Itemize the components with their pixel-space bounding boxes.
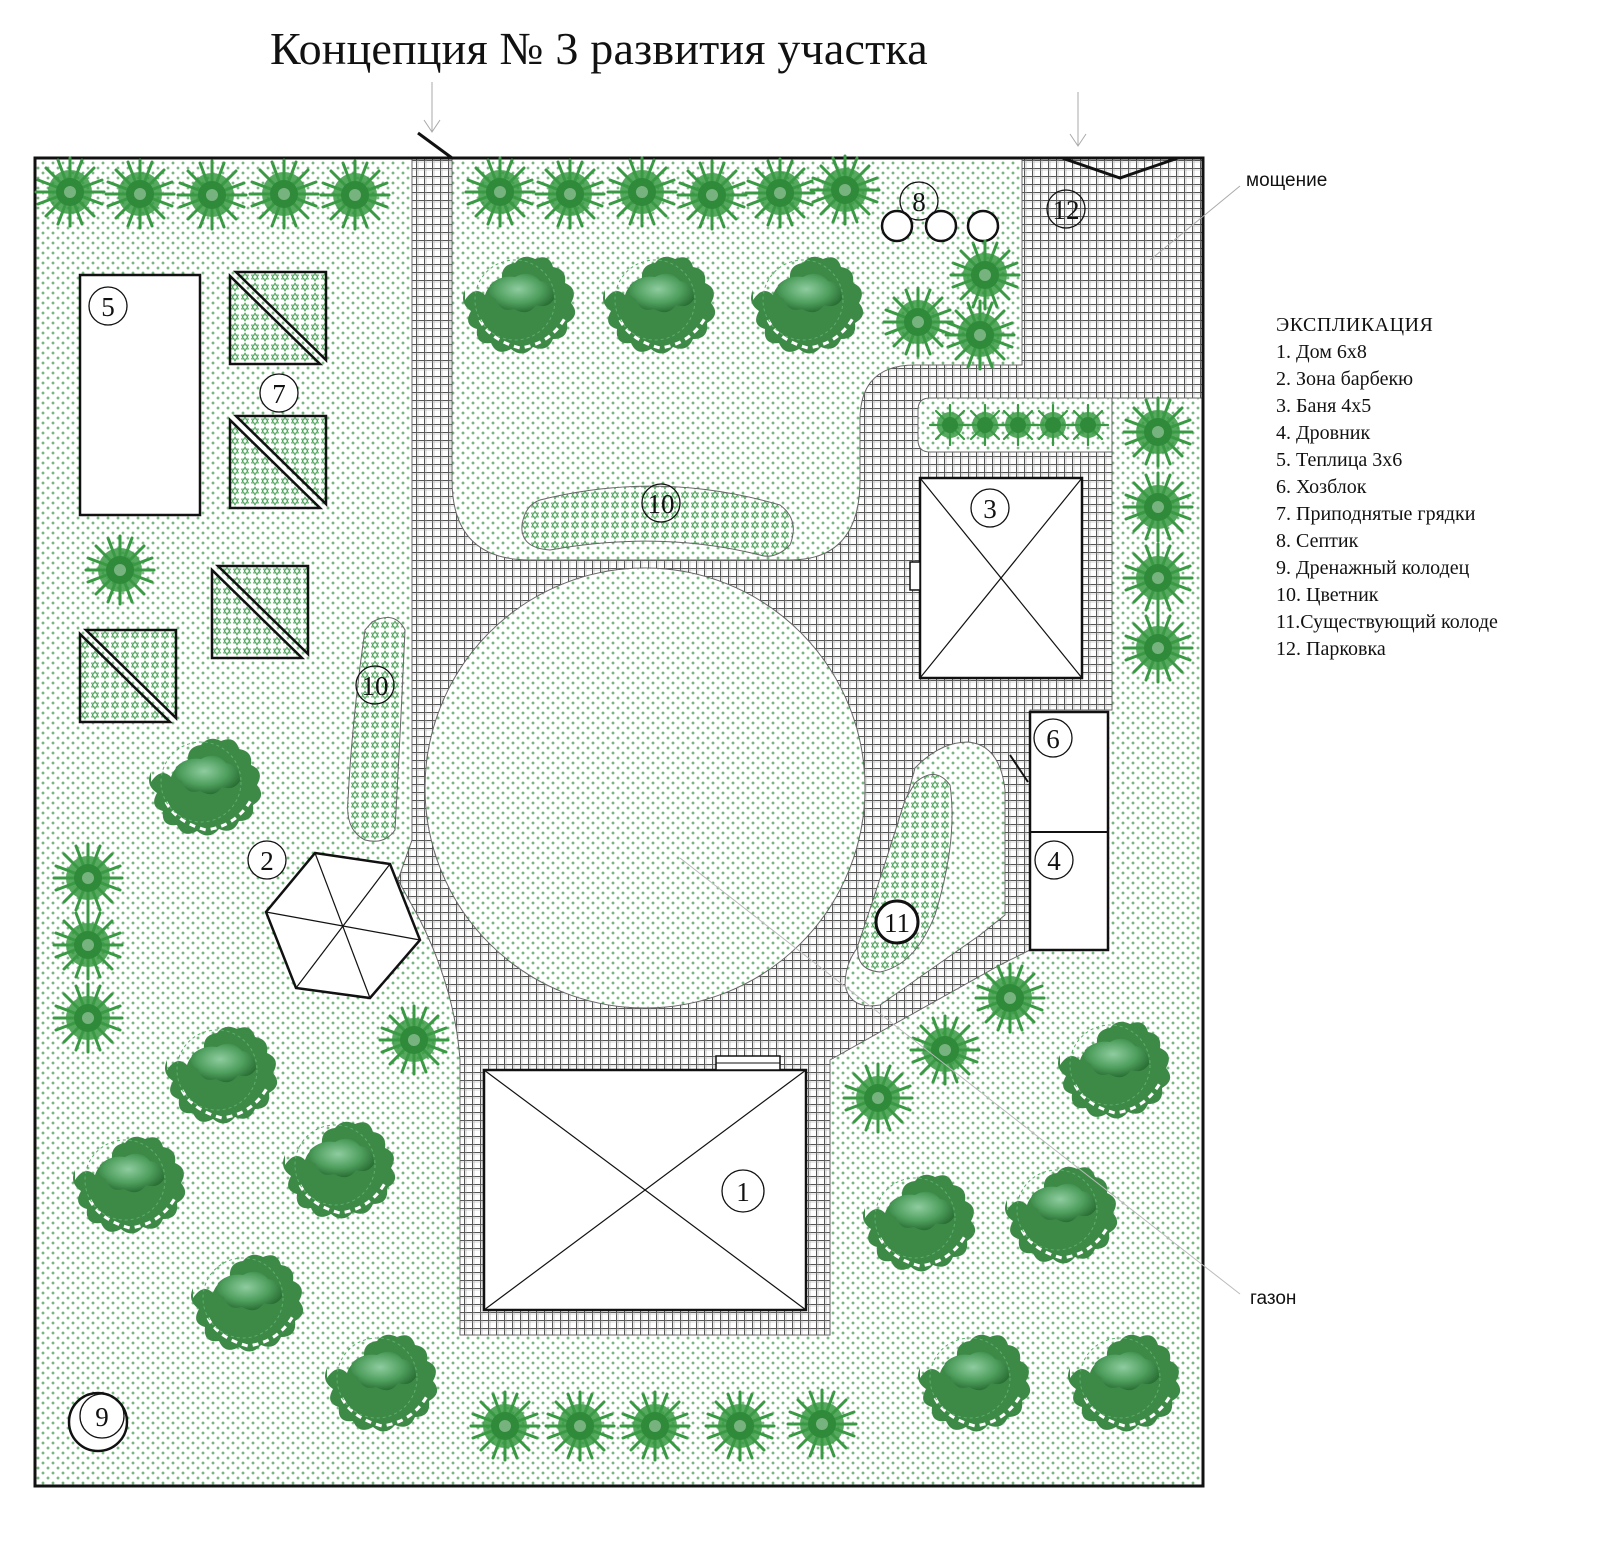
- gate-parking: [1061, 156, 1179, 180]
- bbq-gazebo: [264, 851, 422, 1000]
- callout-paving: мощение: [1246, 170, 1328, 191]
- callout-lawn: газон: [1250, 1288, 1297, 1309]
- drainage-well: [67, 1391, 129, 1453]
- legend-item: 2. Зона барбекю: [1276, 368, 1414, 390]
- marker-drainage-well: 9: [95, 1402, 109, 1432]
- legend-item: 4. Дровник: [1276, 422, 1371, 444]
- bathhouse: [909, 476, 1084, 680]
- gate-left: [417, 131, 453, 160]
- raised-beds: [78, 270, 328, 724]
- septic-rings: [880, 209, 1000, 243]
- marker-existing-well: 11: [884, 908, 910, 938]
- number-markers: [79, 181, 1086, 1439]
- legend-item: 11.Существующий колоде: [1276, 611, 1498, 633]
- marker-utility: 6: [1046, 724, 1060, 754]
- legend: ЭКСПЛИКАЦИЯ 1. Дом 6х8 2. Зона барбекю 3…: [1276, 312, 1498, 663]
- marker-flowerbed-left: 10: [362, 671, 389, 701]
- marker-bathhouse: 3: [983, 494, 997, 524]
- marker-house: 1: [736, 1177, 750, 1207]
- marker-woodshed: 4: [1047, 846, 1061, 876]
- central-lawn-circle: [424, 567, 866, 1009]
- legend-item: 8. Септик: [1276, 530, 1359, 552]
- legend-item: 12. Парковка: [1276, 638, 1386, 660]
- marker-bbq: 2: [260, 846, 274, 876]
- legend-item: 3. Баня 4х5: [1276, 395, 1372, 417]
- marker-septic: 8: [912, 187, 926, 217]
- legend-item: 6. Хозблок: [1276, 476, 1367, 498]
- marker-flowerbed-top: 10: [648, 489, 675, 519]
- legend-item: 5. Теплица 3х6: [1276, 449, 1403, 471]
- legend-item: 10. Цветник: [1276, 584, 1379, 606]
- legend-item: 1. Дом 6х8: [1276, 341, 1367, 363]
- legend-item: 7. Приподнятые грядки: [1276, 503, 1476, 525]
- marker-parking: 12: [1053, 195, 1080, 225]
- legend-item: 9. Дренажный колодец: [1276, 557, 1470, 579]
- legend-heading: ЭКСПЛИКАЦИЯ: [1276, 314, 1434, 336]
- marker-greenhouse: 5: [101, 292, 115, 322]
- marker-raised-beds: 7: [272, 379, 286, 409]
- plan-title: Концепция № 3 развития участка: [270, 23, 928, 74]
